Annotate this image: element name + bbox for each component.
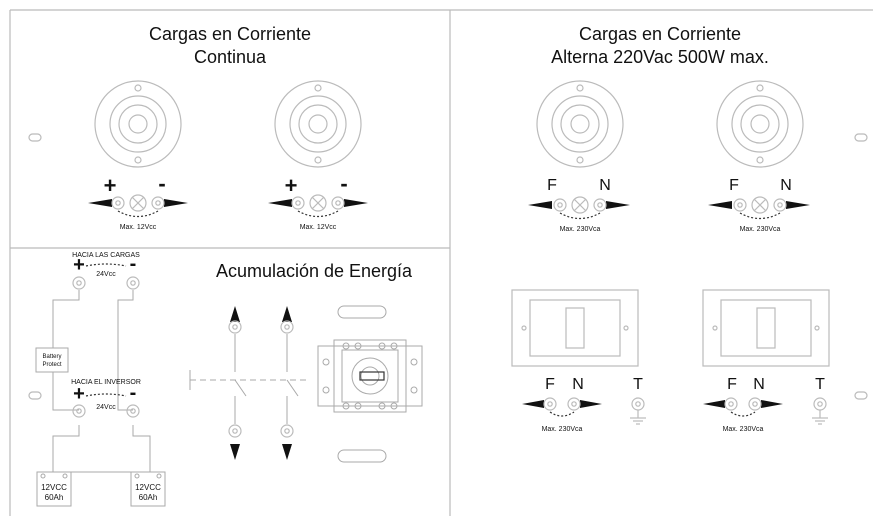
ac-2-rating: Max. 230Vca xyxy=(740,226,781,233)
ac-1-terminal-n-icon xyxy=(593,198,607,212)
dc-2-plus: + xyxy=(285,173,298,198)
ac-2-right-arrow xyxy=(786,201,810,209)
dc-1-right-arrow xyxy=(164,199,188,207)
dc-1-rating: Max. 12Vcc xyxy=(120,224,157,231)
dc-2-right-arrow xyxy=(344,199,368,207)
switch-1-plate-icon xyxy=(511,289,639,367)
ac-2-n-label: N xyxy=(780,177,792,194)
dc-1-lamp-icon xyxy=(129,194,147,212)
to-inverter-plus: + xyxy=(73,383,85,405)
ac-2-f-label: F xyxy=(729,177,739,194)
to-loads-terminal-minus-icon xyxy=(126,276,140,290)
switch-1-terminal-n-icon xyxy=(567,397,581,411)
switch-1-ground-icon xyxy=(630,397,646,425)
dc-1-minus: - xyxy=(158,171,165,196)
battery-protect-box xyxy=(35,347,69,373)
battery-1: 12VCC 60Ah xyxy=(36,471,72,507)
dc-2-left-arrow xyxy=(268,199,292,207)
to-loads-label: HACIA LAS CARGAS xyxy=(72,252,140,259)
dc-1-terminal-plus-icon xyxy=(111,196,125,210)
switch-2-left-arrow xyxy=(703,400,725,408)
battery-2: 12VCC 60Ah xyxy=(130,471,166,507)
switch-2-plate-icon xyxy=(702,289,830,367)
battery-2-icon xyxy=(130,471,166,507)
ac-title-line2: Alterna 220Vac 500W max. xyxy=(551,47,769,67)
ac-outlet-1: F N Max. 230Vca xyxy=(528,80,630,233)
to-inverter-terminal-minus-icon xyxy=(126,404,140,418)
switch-1-left-arrow xyxy=(522,400,544,408)
ac-1-terminal-f-icon xyxy=(553,198,567,212)
ac-2-terminal-n-icon xyxy=(773,198,787,212)
to-loads-terminal-plus-icon xyxy=(72,276,86,290)
battery-2-voltage: 12VCC xyxy=(135,483,161,492)
dc-1-left-arrow xyxy=(88,199,112,207)
ac-outlet-2: F N Max. 230Vca xyxy=(708,80,810,233)
switch-1-rating: Max. 230Vca xyxy=(542,426,583,433)
ac-1-rating: Max. 230Vca xyxy=(560,226,601,233)
to-loads-plus: + xyxy=(73,254,85,276)
switch-1-right-arrow xyxy=(580,400,602,408)
to-loads-voltage: 24Vcc xyxy=(96,271,116,278)
ac-1-lamp-icon xyxy=(571,196,589,214)
mounting-slots xyxy=(28,133,868,400)
switch-2-t-label: T xyxy=(815,376,825,393)
dc-1-terminal-minus-icon xyxy=(151,196,165,210)
ac-switch-2: F N T Max. 230Vca xyxy=(702,289,830,433)
breaker-icon xyxy=(189,306,310,460)
dc-outlet-1: + - Max. 12Vcc xyxy=(88,80,188,231)
dc-socket-1-icon xyxy=(94,80,182,168)
dc-wiring xyxy=(52,290,151,473)
dc-2-minus: - xyxy=(340,171,347,196)
switch-1-f-label: F xyxy=(545,376,555,393)
switch-2-right-arrow xyxy=(761,400,783,408)
dc-2-rating: Max. 12Vcc xyxy=(300,224,337,231)
battery-1-icon xyxy=(36,471,72,507)
switch-2-n-label: N xyxy=(753,376,765,393)
battery-protect-line1: Battery xyxy=(42,354,61,360)
switch-2-terminal-f-icon xyxy=(724,397,738,411)
panel-frame xyxy=(9,9,873,516)
switch-2-f-label: F xyxy=(727,376,737,393)
ac-socket-1-icon xyxy=(536,80,624,168)
switch-1-n-label: N xyxy=(572,376,584,393)
dc-title-line1: Cargas en Corriente xyxy=(149,24,311,44)
ac-title-line1: Cargas en Corriente xyxy=(579,24,741,44)
ac-2-terminal-f-icon xyxy=(733,198,747,212)
battery-2-capacity: 60Ah xyxy=(139,493,158,502)
dc-2-terminal-plus-icon xyxy=(291,196,305,210)
switch-2-ground-icon xyxy=(812,397,828,425)
dc-socket-2-icon xyxy=(274,80,362,168)
ac-2-lamp-icon xyxy=(751,196,769,214)
switch-2-rating: Max. 230Vca xyxy=(723,426,764,433)
ac-1-n-label: N xyxy=(599,177,611,194)
dc-2-terminal-minus-icon xyxy=(331,196,345,210)
storage-title: Acumulación de Energía xyxy=(216,261,413,281)
to-inverter-minus: - xyxy=(130,382,137,404)
ac-1-left-arrow xyxy=(528,201,552,209)
dc-2-lamp-icon xyxy=(309,194,327,212)
switch-1-t-label: T xyxy=(633,376,643,393)
switch-1-terminal-f-icon xyxy=(543,397,557,411)
ac-2-left-arrow xyxy=(708,201,732,209)
to-loads-minus: - xyxy=(130,253,137,275)
ac-switch-1: F N T Max. 230Vca xyxy=(511,289,646,433)
breaker-module-icon xyxy=(317,305,423,463)
battery-protect-line2: Protect xyxy=(42,362,61,368)
dc-outlet-2: + - Max. 12Vcc xyxy=(268,80,368,231)
dc-title-line2: Continua xyxy=(194,47,267,67)
battery-1-voltage: 12VCC xyxy=(41,483,67,492)
ac-1-right-arrow xyxy=(606,201,630,209)
to-inverter-voltage: 24Vcc xyxy=(96,404,116,411)
battery-1-capacity: 60Ah xyxy=(45,493,64,502)
to-inverter-terminal-plus-icon xyxy=(72,404,86,418)
ac-1-f-label: F xyxy=(547,177,557,194)
ac-socket-2-icon xyxy=(716,80,804,168)
dc-1-plus: + xyxy=(104,173,117,198)
switch-2-terminal-n-icon xyxy=(748,397,762,411)
to-inverter-label: HACIA EL INVERSOR xyxy=(71,379,141,386)
